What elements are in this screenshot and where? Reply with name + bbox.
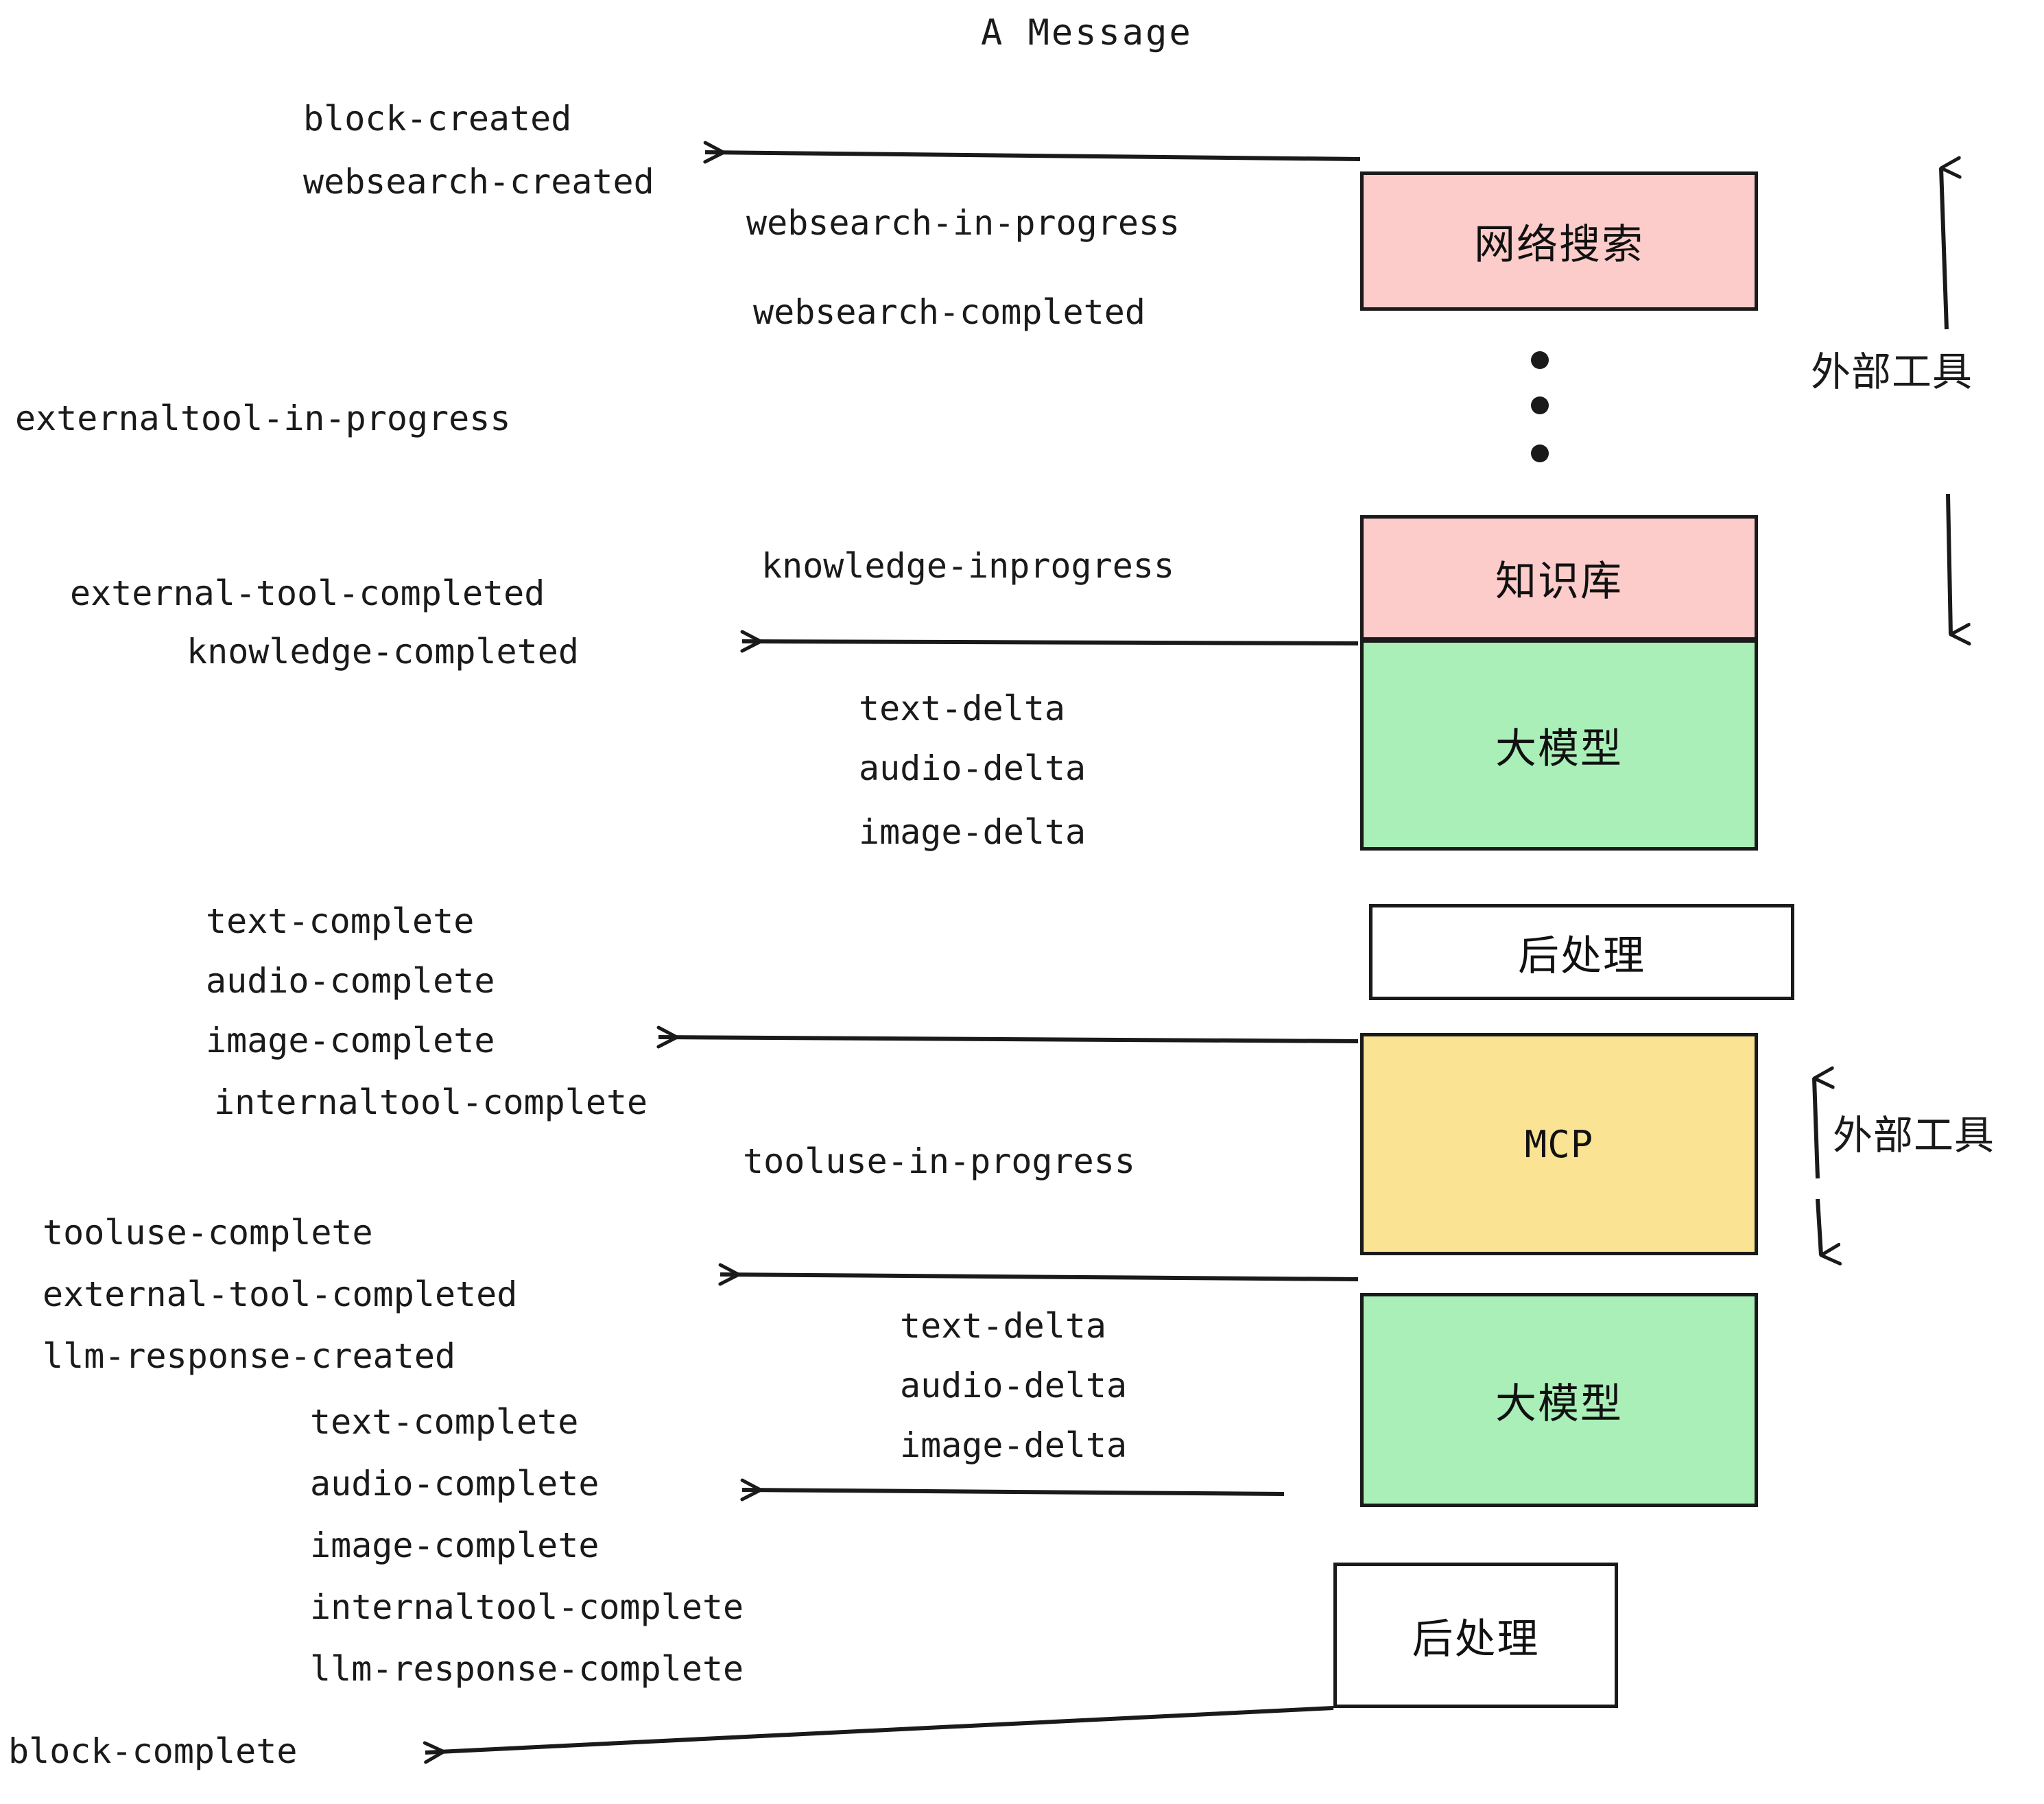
event-external-tool-completed-2: external-tool-completed xyxy=(43,1274,518,1314)
event-knowledge-completed: knowledge-completed xyxy=(187,632,579,672)
event-text-complete-2: text-complete xyxy=(310,1402,579,1442)
event-audio-complete-1: audio-complete xyxy=(206,961,495,1001)
event-websearch-created: websearch-created xyxy=(303,162,654,202)
side-label-external-tools-bottom: 外部工具 xyxy=(1833,1112,1995,1159)
event-block-created: block-created xyxy=(303,99,572,139)
event-llm-response-created: llm-response-created xyxy=(43,1336,456,1376)
event-image-delta-2: image-delta xyxy=(900,1425,1128,1465)
box-postprocess-top-label: 后处理 xyxy=(1518,931,1645,980)
event-external-tool-completed-1: external-tool-completed xyxy=(70,573,545,613)
box-websearch-label: 网络搜索 xyxy=(1474,221,1644,269)
event-knowledge-inprogress: knowledge-inprogress xyxy=(761,546,1175,586)
box-llm-top-label: 大模型 xyxy=(1495,724,1623,773)
box-postprocess-bottom[interactable]: 后处理 xyxy=(1333,1563,1618,1708)
event-websearch-completed: websearch-completed xyxy=(753,292,1145,332)
box-llm-bottom-label: 大模型 xyxy=(1495,1379,1623,1428)
event-externaltool-in-progress: externaltool-in-progress xyxy=(15,399,511,438)
box-knowledge-label: 知识库 xyxy=(1495,558,1623,606)
ellipsis-dot-2 xyxy=(1531,396,1549,414)
event-text-delta-2: text-delta xyxy=(900,1306,1107,1346)
ellipsis-dot-3 xyxy=(1531,444,1549,462)
box-postprocess-bottom-label: 后处理 xyxy=(1412,1615,1540,1663)
event-audio-delta-2: audio-delta xyxy=(900,1366,1128,1405)
box-mcp-label: MCP xyxy=(1524,1122,1594,1166)
event-text-complete-1: text-complete xyxy=(206,901,475,941)
side-label-external-tools-top: 外部工具 xyxy=(1811,348,1973,395)
event-image-complete-1: image-complete xyxy=(206,1021,495,1060)
event-llm-response-complete: llm-response-complete xyxy=(310,1649,744,1689)
event-block-complete: block-complete xyxy=(8,1731,298,1771)
event-internaltool-complete-1: internaltool-complete xyxy=(214,1082,648,1122)
event-tooluse-in-progress: tooluse-in-progress xyxy=(743,1141,1135,1181)
event-websearch-in-progress: websearch-in-progress xyxy=(746,203,1180,243)
box-knowledge[interactable]: 知识库 xyxy=(1360,515,1758,641)
event-internaltool-complete-2: internaltool-complete xyxy=(310,1587,744,1627)
event-image-complete-2: image-complete xyxy=(310,1526,599,1565)
event-audio-complete-2: audio-complete xyxy=(310,1464,599,1504)
page-title: A Message xyxy=(981,12,1193,54)
box-llm-bottom[interactable]: 大模型 xyxy=(1360,1293,1758,1507)
box-mcp[interactable]: MCP xyxy=(1360,1033,1758,1255)
box-llm-top[interactable]: 大模型 xyxy=(1360,639,1758,851)
event-image-delta-1: image-delta xyxy=(859,812,1086,852)
event-text-delta-1: text-delta xyxy=(859,689,1066,728)
event-tooluse-complete: tooluse-complete xyxy=(43,1213,373,1253)
event-audio-delta-1: audio-delta xyxy=(859,748,1086,788)
ellipsis-dot-1 xyxy=(1531,351,1549,369)
box-postprocess-top[interactable]: 后处理 xyxy=(1369,904,1794,1000)
box-websearch[interactable]: 网络搜索 xyxy=(1360,171,1758,311)
